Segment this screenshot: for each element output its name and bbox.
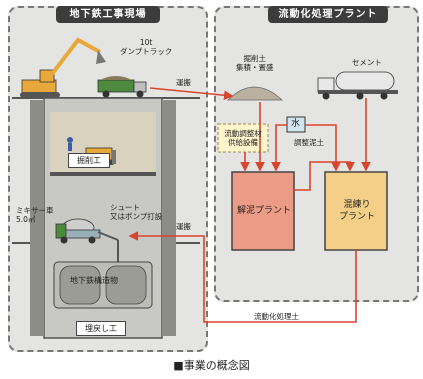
mixer-truck-name: ミキサー車 xyxy=(16,206,54,215)
chute-label-1: シュート xyxy=(110,203,140,212)
construction-site-title: 地下鉄工事現場 xyxy=(56,6,160,23)
worker-icon xyxy=(67,137,73,151)
plant1-label-wrap: 解泥プラント xyxy=(232,172,296,252)
backfill-label: 埋戻し工 xyxy=(76,321,126,336)
dump-truck-label: 10t ダンプトラック xyxy=(120,38,172,56)
treated-soil-label: 流動化処理土 xyxy=(254,312,299,321)
soil-pile-icon xyxy=(227,86,284,101)
plant2-label-2: プラント xyxy=(338,212,375,222)
figure-caption: ■事業の概念図 xyxy=(173,359,250,372)
treatment-plant-title: 流動化処理プラント xyxy=(268,6,388,23)
cement-label: セメント xyxy=(352,58,382,67)
flow-arrows xyxy=(128,87,371,323)
plant2-label-wrap: 混練り プラント xyxy=(325,172,389,252)
soil-label-1: 掘削土 xyxy=(243,54,267,63)
structure-label: 地下鉄構造物 xyxy=(70,276,118,285)
adjustment-label-2: 供給設備 xyxy=(228,138,258,147)
dump-truck-icon xyxy=(97,76,147,98)
dump-truck-capacity: 10t xyxy=(139,38,153,47)
water-label: 水 xyxy=(291,119,301,129)
treatment-plant-panel: 流動化処理プラント xyxy=(214,6,419,302)
transport-label-1: 運搬 xyxy=(176,78,191,87)
excavation-label: 掘削工 xyxy=(68,153,110,168)
transport-label-2: 運搬 xyxy=(176,222,191,231)
mixer-truck-label: ミキサー車 5.0㎥ xyxy=(16,206,54,224)
excavator-icon xyxy=(20,37,106,98)
soil-label: 掘削土 集積・置盛 xyxy=(236,54,274,72)
soil-label-2: 集積・置盛 xyxy=(236,63,274,72)
mixer-truck-icon xyxy=(55,218,119,244)
adjustment-label-1: 流動調整材 xyxy=(224,129,262,138)
adjustment-label: 流動調整材 供給設備 xyxy=(221,129,265,147)
mixer-truck-capacity: 5.0㎥ xyxy=(16,215,36,224)
plant2-box xyxy=(324,171,388,251)
mud-label: 調整泥土 xyxy=(294,138,324,147)
chute-label-2: 又はポンプ打設 xyxy=(110,212,163,221)
cement-tanker-icon xyxy=(317,71,398,100)
chute-label: シュート 又はポンプ打設 xyxy=(110,203,162,221)
plant2-label-1: 混練り xyxy=(343,200,371,211)
dump-truck-name: ダンプトラック xyxy=(120,47,173,56)
subway-structure xyxy=(53,261,153,309)
plant1-label: 解泥プラント xyxy=(236,206,291,217)
plant1-box xyxy=(231,171,295,251)
